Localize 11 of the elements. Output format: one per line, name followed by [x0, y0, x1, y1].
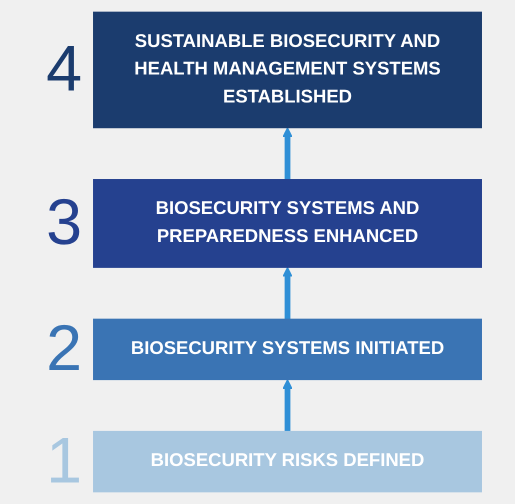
- step-number: 3: [46, 185, 82, 258]
- node-box: BIOSECURITY SYSTEMS INITIATED: [93, 318, 482, 380]
- node-box: BIOSECURITY RISKS DEFINED: [93, 430, 482, 492]
- arrow: [282, 379, 293, 432]
- arrow: [282, 266, 293, 320]
- node-box: SUSTAINABLE BIOSECURITY AND HEALTH MANAGEMENT SYSTEMS ESTABLISHED: [93, 12, 482, 128]
- step-number: 1: [46, 423, 82, 496]
- step-number: 4: [46, 32, 82, 105]
- node-box: BIOSECURITY SYSTEMS AND PREPAREDNESS ENHANCED: [93, 179, 482, 268]
- arrow: [282, 127, 293, 180]
- step-number: 2: [46, 311, 82, 384]
